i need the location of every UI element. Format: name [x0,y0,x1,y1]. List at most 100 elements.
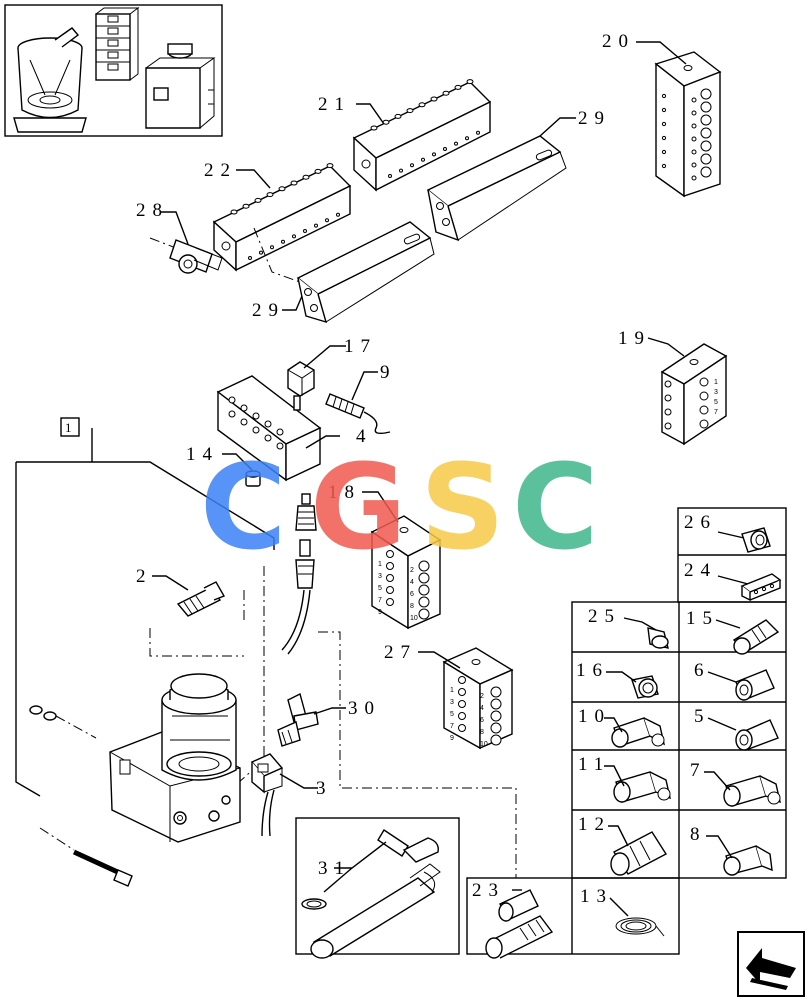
grid-label-25: 25 [588,606,621,627]
port-hole [370,125,378,131]
fitting-26[interactable] [741,527,771,553]
port-hole [421,157,425,162]
port-hole [388,174,392,178]
port-hole [490,710,502,722]
port-number: 5 [378,585,382,592]
kit-number-label: 1 [65,420,72,435]
port-hole [699,391,709,401]
part-31-grease-gun-inset[interactable] [295,817,460,959]
fitting-7[interactable] [723,775,781,807]
fitting-13-coil[interactable] [615,917,665,937]
port-hole [230,209,238,215]
port-hole [664,422,672,430]
part-9-sensor[interactable] [325,393,391,435]
part-20-distributor-block[interactable] [654,51,722,198]
port-hole [386,562,394,570]
port-hole [242,203,250,209]
port-hole [664,408,672,416]
pump-reservoir[interactable] [109,673,241,843]
grid-label-10: 10 [578,706,611,727]
grid-label-5: 5 [694,706,711,727]
port-hole [314,223,318,228]
fitting-5[interactable] [735,719,779,751]
port-number: 5 [450,711,454,718]
long-bolt[interactable] [39,827,133,887]
port-hole [661,93,667,99]
port-hole [303,229,307,233]
callout-9: 9 [380,362,397,383]
port-hole [691,97,697,103]
port-number: 6 [410,591,414,598]
port-hole [691,123,697,129]
port-number: 4 [480,705,484,712]
port-hole [259,250,263,255]
port-hole [699,377,709,387]
part-2-bolt[interactable] [176,581,226,617]
fitting-15[interactable] [732,619,780,655]
port-hole [394,113,402,119]
port-hole [386,574,394,582]
fitting-24[interactable] [740,573,782,602]
port-hole [699,405,709,415]
port-hole [458,724,466,732]
port-hole [276,428,284,436]
port-hole [302,174,310,180]
fitting-6[interactable] [735,669,775,701]
port-hole [228,410,236,418]
kit-1-label-box[interactable] [60,417,80,437]
grid-label-12: 12 [578,814,611,835]
part-17-solenoid[interactable] [287,361,315,411]
grid-label-7: 7 [690,760,707,781]
part-3-connector[interactable] [250,753,284,837]
port-number: 1 [378,561,382,568]
part-29-bracket-upper[interactable] [426,135,567,242]
port-number: 8 [480,729,484,736]
port-hole [699,419,709,429]
part-4-distributor-block[interactable] [216,375,322,482]
callout-22: 22 [204,160,237,181]
port-number: 10 [480,741,488,748]
fitting-12[interactable] [610,831,667,876]
fitting-chain [281,493,317,655]
grid-label-13: 13 [580,886,613,907]
port-hole [281,239,285,244]
fitting-8[interactable] [723,845,773,876]
port-hole [490,686,502,698]
port-hole [691,162,697,168]
port-hole [418,102,426,108]
overview-thumbnail[interactable] [4,4,223,137]
port-hole [290,180,298,186]
port-hole [664,380,672,388]
part-28-fitting[interactable] [149,237,223,274]
watermark-letter-g: G [310,438,407,576]
fitting-25[interactable] [647,627,669,649]
part-14-plug[interactable] [245,470,261,487]
fitting-11[interactable] [613,771,671,803]
fitting-23[interactable] [485,889,554,959]
port-hole [442,90,450,96]
port-hole [661,121,667,127]
port-hole [240,404,248,412]
port-number: 3 [378,573,382,580]
callout-29-upper: 29 [578,108,611,129]
next-page-arrow-icon[interactable] [737,931,805,997]
part-29-bracket-lower[interactable] [296,221,435,324]
part-22-distributor-block[interactable] [212,163,352,272]
port-hole [661,163,667,169]
part-30-tee-fitting[interactable] [277,692,319,747]
port-hole [336,212,340,217]
fitting-10[interactable] [611,717,666,748]
callout-30: 30 [348,698,381,719]
part-21-distributor-block[interactable] [352,79,492,192]
grid-label-15: 15 [686,608,719,629]
port-hole [406,108,414,114]
port-hole [691,136,697,142]
fitting-16[interactable] [631,675,659,699]
callout-2: 2 [136,566,153,587]
port-hole [266,192,274,198]
port-hole [264,434,272,442]
port-hole [270,245,274,250]
